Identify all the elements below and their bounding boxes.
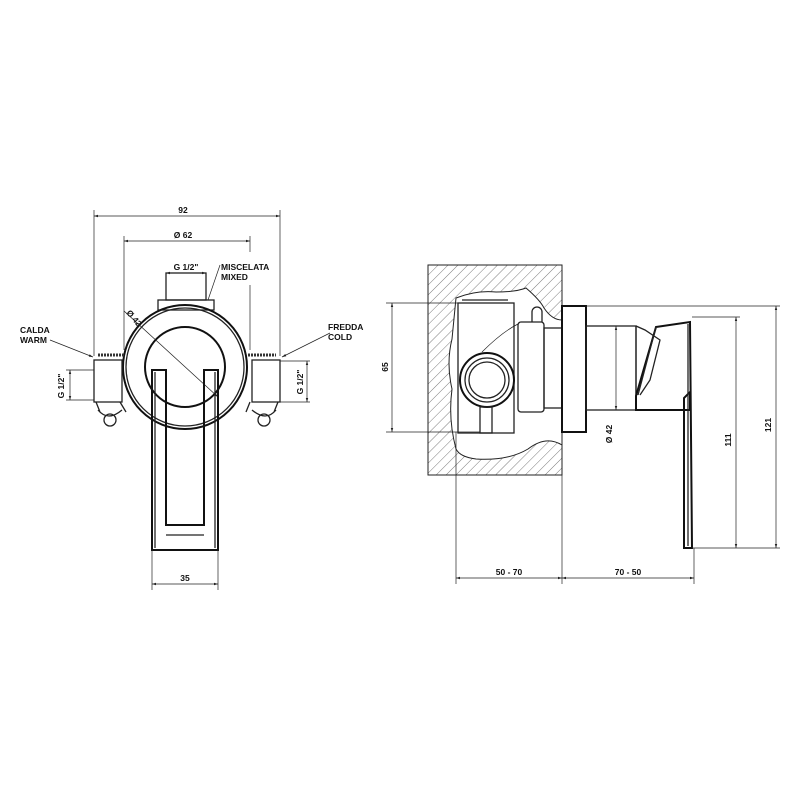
dim-92-label: 92 [178, 205, 188, 215]
dim-62-label: Ø 62 [174, 230, 193, 240]
front-view: 92 Ø 62 G 1/2" MISCELATA MIXED Ø 42 [20, 205, 363, 590]
dim-overall-width: 92 [93, 205, 281, 356]
dim-outlet-thread-label: G 1/2" [174, 262, 199, 272]
handle-front: 35 [151, 369, 219, 590]
mixed-outlet: G 1/2" MISCELATA MIXED [157, 262, 269, 311]
hot-inlet: G 1/2" CALDA WARM [20, 325, 127, 427]
dim-70-50-label: 70 - 50 [615, 567, 642, 577]
side-view: 65 Ø 42 111 121 50 - 70 70 - 50 [380, 264, 780, 584]
wall-cavity [448, 287, 563, 460]
body-circle [144, 326, 226, 408]
dim-plate-diameter: Ø 62 [123, 230, 251, 350]
cold-label-it: FREDDA [328, 322, 363, 332]
mixed-label-en: MIXED [221, 272, 248, 282]
hot-label-it: CALDA [20, 325, 50, 335]
dim-65-label: 65 [380, 362, 390, 372]
mixed-label-it: MISCELATA [221, 262, 269, 272]
dim-42-label: Ø 42 [124, 308, 144, 329]
handle-side [635, 320, 694, 549]
dim-111-label: 111 [723, 433, 733, 447]
dim-side-42-label: Ø 42 [604, 425, 614, 444]
cold-inlet: G 1/2" FREDDA COLD [245, 322, 363, 427]
dim-121-label: 121 [763, 418, 773, 432]
escutcheon-side [561, 305, 587, 433]
dim-hot-thread-label: G 1/2" [56, 374, 66, 399]
dim-50-70-label: 50 - 70 [496, 567, 523, 577]
hot-label-en: WARM [20, 335, 47, 345]
cold-label-en: COLD [328, 332, 352, 342]
dim-35-label: 35 [180, 573, 190, 583]
dim-cold-thread-label: G 1/2" [295, 370, 305, 395]
escutcheon-circle [122, 304, 248, 430]
body-side [585, 325, 637, 411]
